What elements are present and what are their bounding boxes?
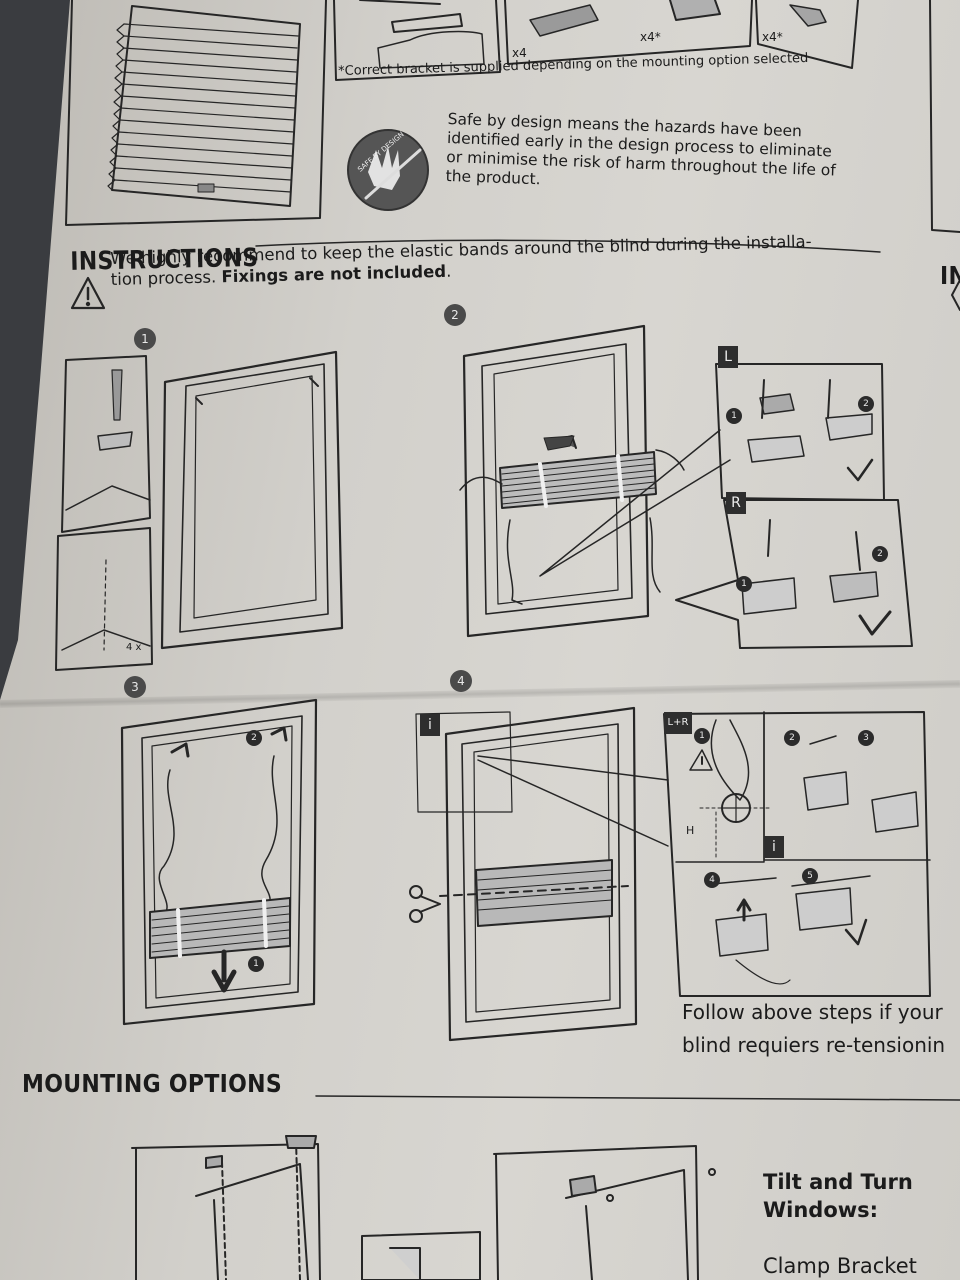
clamp-bracket-label: Clamp Bracket — [763, 1254, 917, 1278]
substep-badge: 1 — [736, 576, 752, 592]
warning-text-end: . — [445, 261, 452, 281]
warning-icon-fragment — [951, 279, 960, 311]
step-badge: 4 — [450, 670, 472, 692]
tilt-and-turn-label: Tilt and Turn Windows: — [763, 1168, 913, 1224]
qty-label: x4 — [512, 46, 527, 60]
retension-note: Follow above steps if your blind requier… — [682, 996, 945, 1062]
warning-bold-text: Fixings are not included — [221, 261, 447, 287]
step-4-illustration — [409, 706, 931, 1042]
tilt-line: Windows: — [763, 1198, 879, 1222]
mounting-rule — [315, 1095, 960, 1101]
info-icon: i — [420, 714, 440, 736]
substep-badge: 3 — [858, 730, 874, 746]
info-icon: i — [764, 836, 784, 858]
step-1-illustration — [55, 350, 344, 671]
instructions-rule — [255, 239, 881, 253]
mounting-options-heading: MOUNTING OPTIONS — [22, 1070, 282, 1099]
qty-label: x4* — [640, 30, 661, 44]
retension-line: blind requiers re-tensionin — [682, 1033, 946, 1057]
step-3-illustration — [120, 698, 318, 1026]
left-side-label: L — [718, 346, 738, 368]
substep-badge: 1 — [248, 956, 264, 972]
substep-badge: 5 — [802, 868, 818, 884]
substep-badge: 2 — [784, 730, 800, 746]
substep-badge: 2 — [858, 396, 874, 412]
left-right-label: L+R — [664, 712, 692, 734]
retension-line: Follow above steps if your — [682, 1000, 943, 1024]
step-badge: 2 — [444, 304, 466, 326]
substep-badge: 1 — [694, 728, 710, 744]
pleated-blind-illustration — [65, 0, 327, 226]
warning-icon — [70, 276, 106, 310]
step-badge: 1 — [134, 328, 156, 350]
height-label: H — [686, 824, 695, 837]
right-side-label: R — [726, 492, 746, 514]
step-badge: 3 — [124, 676, 146, 698]
qty-label: x4* — [762, 30, 783, 44]
tilt-line: Tilt and Turn — [763, 1170, 913, 1194]
substep-badge: 2 — [872, 546, 888, 562]
step1-quantity: 4 x — [126, 642, 142, 653]
substep-badge: 4 — [704, 872, 720, 888]
substep-badge: 1 — [726, 408, 742, 424]
mounting-option-drawings — [131, 1135, 716, 1280]
safe-by-design-logo — [347, 129, 429, 211]
safe-by-design-text: Safe by design means the hazards have be… — [445, 110, 837, 200]
parts-boxes — [333, 0, 960, 233]
warning-text: tion process. — [110, 267, 222, 289]
right-heading-fragment: IN — [940, 262, 960, 291]
substep-badge: 2 — [246, 730, 262, 746]
step-2-illustration — [459, 324, 913, 649]
